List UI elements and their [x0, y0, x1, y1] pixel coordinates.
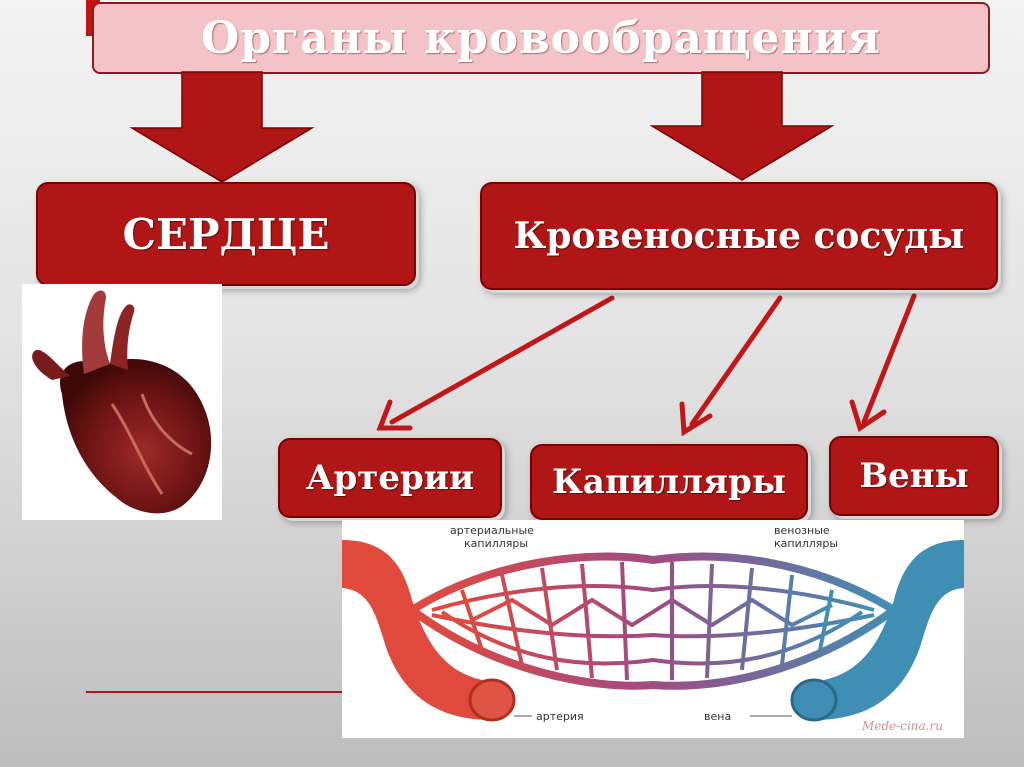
arrowhead-arteries — [376, 399, 413, 431]
capillary-bed — [404, 552, 902, 690]
arrow-to-arteries — [389, 295, 615, 425]
pulmonary-shape — [110, 304, 135, 370]
capillaries-node: Капилляры — [530, 444, 808, 520]
venous-capillaries-label-2: капилляры — [774, 537, 838, 550]
aorta-shape — [82, 290, 110, 374]
capillary-network-diagram: артериальные капилляры венозные капилляр… — [342, 520, 964, 738]
block-arrow-to-vessels — [649, 71, 835, 181]
heart-body-shape — [60, 359, 212, 514]
arterial-capillaries-label-2: капилляры — [464, 537, 528, 550]
vein-cross-section — [790, 678, 838, 722]
heart-vessel-lines — [110, 393, 193, 495]
arteries-node: Артерии — [278, 438, 502, 518]
artery-cross-section — [468, 678, 516, 722]
vein-vessel — [814, 540, 964, 720]
arrowhead-veins — [849, 399, 887, 432]
arterial-capillaries-label-1: артериальные — [450, 524, 534, 537]
vein-label: вена — [704, 710, 731, 723]
page-title: Органы кровообращения — [92, 2, 990, 74]
venous-capillaries-label-1: венозные — [774, 524, 830, 537]
watermark: Mede-cina.ru — [861, 719, 943, 733]
block-arrow-to-heart — [129, 71, 315, 183]
arrow-to-capillaries — [689, 295, 783, 427]
arrowhead-capillaries — [679, 401, 713, 437]
artery-label: артерия — [536, 710, 584, 723]
blood-vessels-node: Кровеносные сосуды — [480, 182, 998, 290]
left-vessel-shape — [32, 349, 70, 380]
heart-illustration — [22, 284, 222, 520]
arrow-to-veins — [861, 293, 917, 425]
capillary-mesh — [431, 561, 875, 681]
veins-node: Вены — [829, 436, 999, 516]
heart-node: СЕРДЦЕ — [36, 182, 416, 286]
artery-vessel — [342, 540, 492, 720]
